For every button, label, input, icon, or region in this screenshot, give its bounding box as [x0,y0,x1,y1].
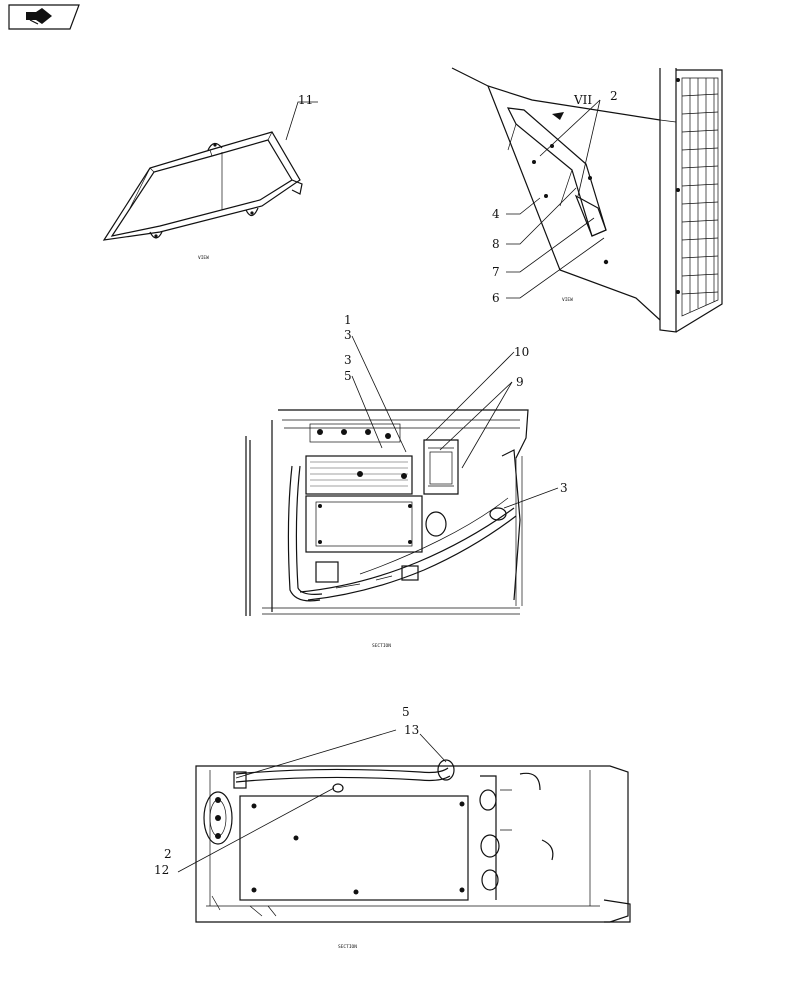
callout-5-bottom: 5 [402,705,410,719]
callout-11: 11 [298,93,313,107]
callout-4: 4 [492,207,500,221]
callout-9: 9 [516,375,524,389]
view-marker-vii: VII [573,93,592,107]
callout-3-mid: 3 [344,353,352,367]
callout-2-bottom: 2 [164,847,172,861]
callout-8: 8 [492,237,500,251]
callout-3-upper: 3 [344,328,352,342]
callout-10: 10 [514,345,529,359]
panel-section [195,759,631,923]
callout-5-mid: 5 [344,369,352,383]
callout-12: 12 [154,863,169,877]
callout-1: 1 [344,313,352,327]
controller-section [245,409,529,616]
bracket-view [102,131,303,241]
section-caption-bottom: SECTION [338,944,357,950]
grille-view [451,67,723,333]
back-arrow-icon [8,4,80,30]
callout-2-top: 2 [610,89,618,103]
view-caption-top-left: VIEW [198,255,209,261]
section-caption-middle: SECTION [372,643,391,649]
callout-7: 7 [492,265,500,279]
callout-3-right: 3 [560,481,568,495]
callout-6: 6 [492,291,500,305]
back-button[interactable] [8,4,80,30]
view-caption-top-right: VIEW [562,297,573,303]
callout-13: 13 [404,723,419,737]
